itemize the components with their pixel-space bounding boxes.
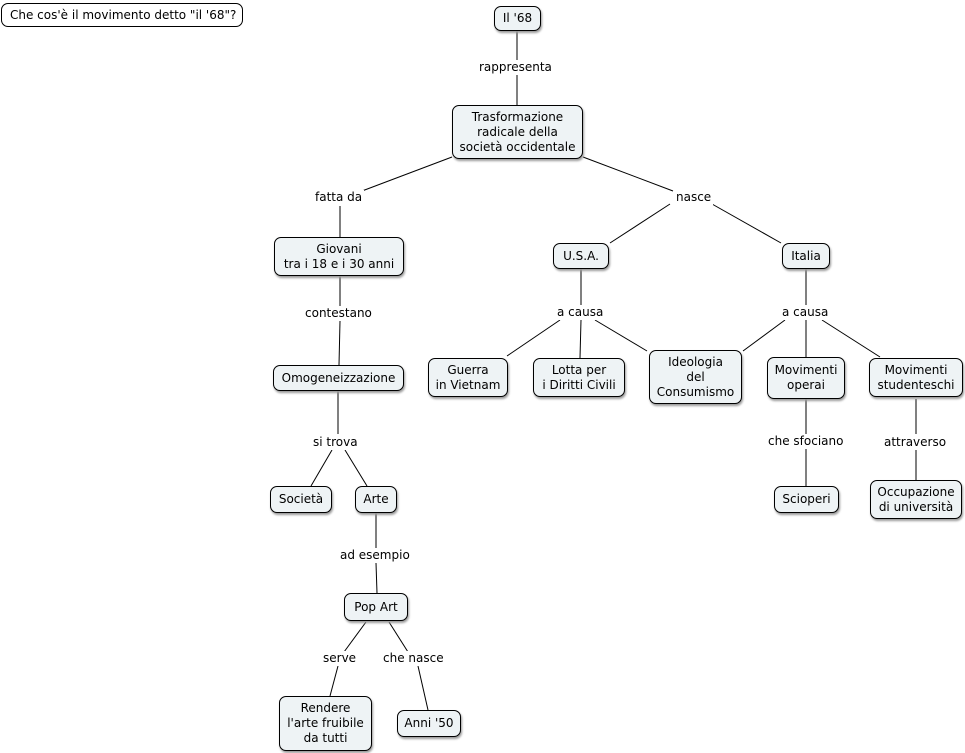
node-lotta-diritti-civili[interactable]: Lotta per i Diritti Civili xyxy=(533,358,625,397)
link-label-rappresenta: rappresenta xyxy=(477,60,554,75)
node-usa[interactable]: U.S.A. xyxy=(553,243,609,269)
node-movimenti-studenteschi[interactable]: Movimenti studenteschi xyxy=(869,358,963,397)
link-label-a-causa-italia: a causa xyxy=(780,305,831,320)
node-anni-50[interactable]: Anni '50 xyxy=(397,710,461,737)
node-giovani[interactable]: Giovani tra i 18 e i 30 anni xyxy=(274,237,404,276)
focus-question: Che cos'è il movimento detto "il '68"? xyxy=(1,3,243,27)
node-societa[interactable]: Società xyxy=(270,486,332,513)
link-label-contestano: contestano xyxy=(303,306,374,321)
node-arte[interactable]: Arte xyxy=(355,486,397,513)
node-movimenti-operai[interactable]: Movimenti operai xyxy=(767,357,845,399)
link-label-serve: serve xyxy=(321,651,359,666)
link-label-si-trova: si trova xyxy=(311,435,360,450)
node-il-68[interactable]: Il '68 xyxy=(494,6,541,31)
link-label-fatta-da: fatta da xyxy=(313,190,365,205)
node-trasformazione[interactable]: Trasformazione radicale della società oc… xyxy=(452,105,583,159)
node-italia[interactable]: Italia xyxy=(782,243,830,269)
node-scioperi[interactable]: Scioperi xyxy=(774,486,839,513)
node-rendere-arte-fruibile[interactable]: Rendere l'arte fruibile da tutti xyxy=(279,696,372,751)
link-label-ad-esempio: ad esempio xyxy=(338,548,412,563)
link-label-attraverso: attraverso xyxy=(882,435,949,450)
node-guerra-vietnam[interactable]: Guerra in Vietnam xyxy=(428,358,508,397)
link-label-che-sfociano: che sfociano xyxy=(766,434,846,449)
link-label-che-nasce: che nasce xyxy=(381,651,446,666)
node-occupazione-universita[interactable]: Occupazione di università xyxy=(870,480,962,519)
link-label-nasce: nasce xyxy=(674,190,714,205)
link-label-a-causa-usa: a causa xyxy=(555,305,606,320)
node-pop-art[interactable]: Pop Art xyxy=(344,593,408,621)
node-ideologia-consumismo[interactable]: Ideologia del Consumismo xyxy=(649,350,742,404)
node-omogeneizzazione[interactable]: Omogeneizzazione xyxy=(273,365,404,391)
